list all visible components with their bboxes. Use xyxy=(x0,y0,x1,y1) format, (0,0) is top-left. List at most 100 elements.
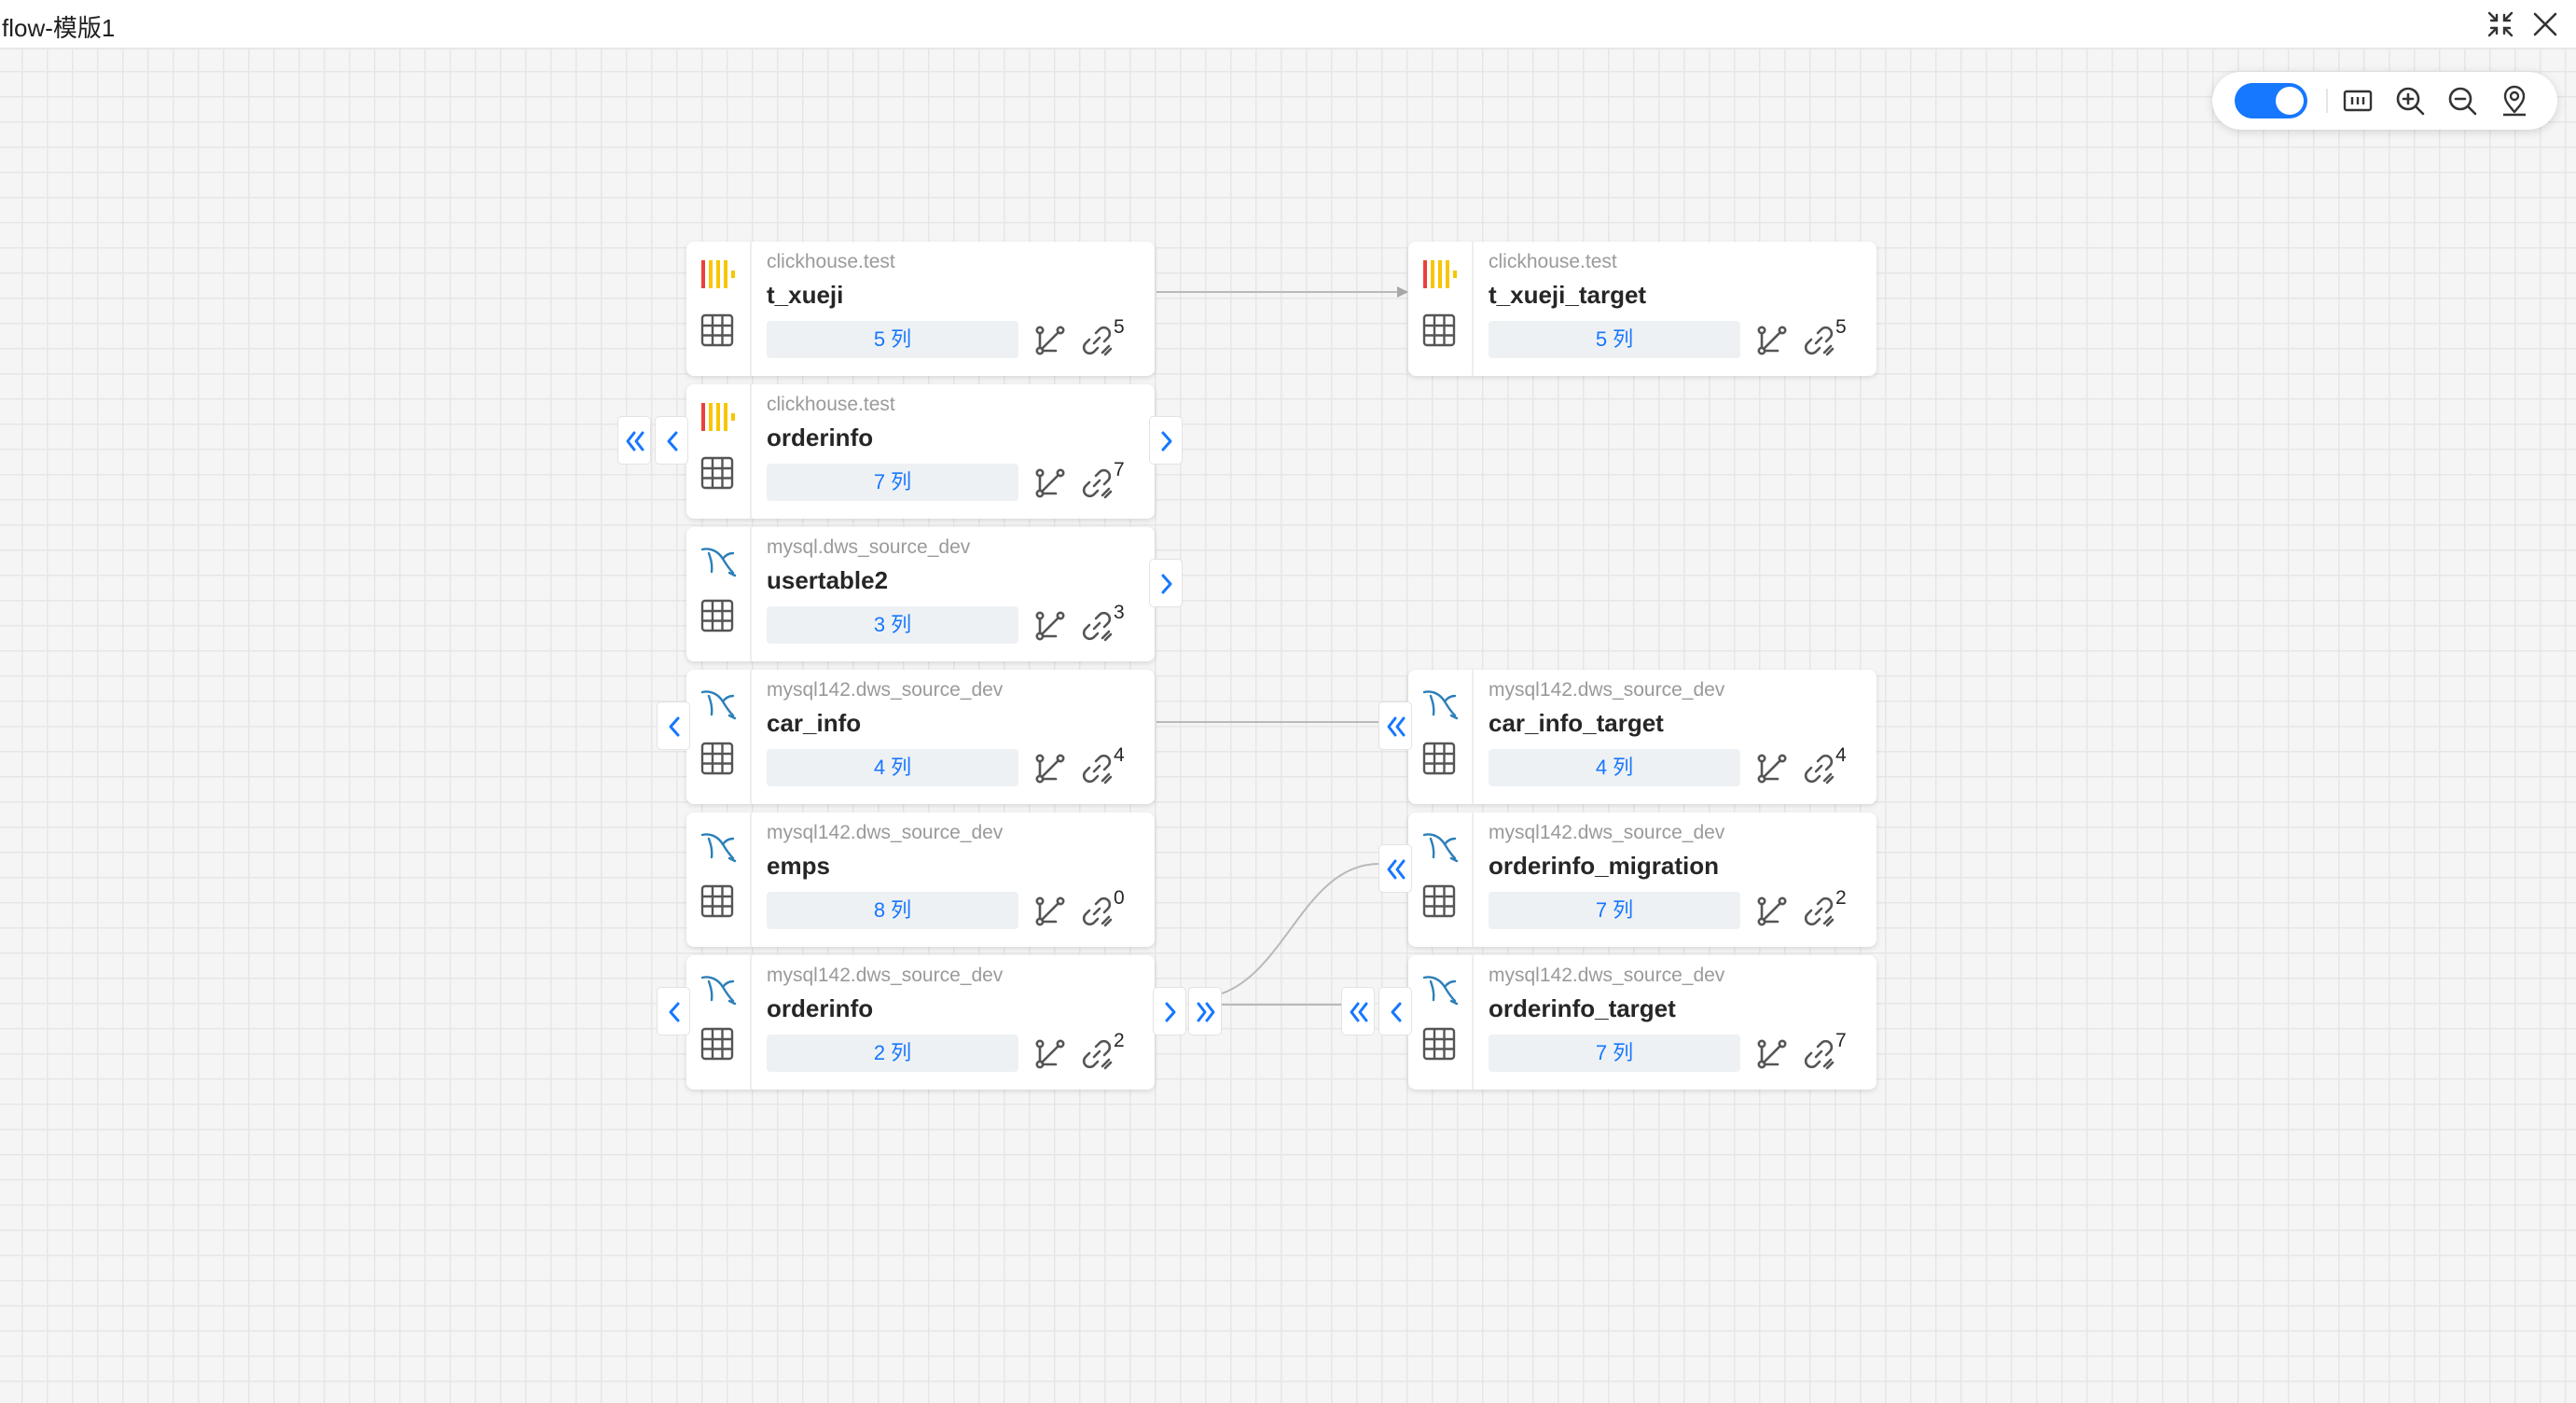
lineage-branch-icon[interactable] xyxy=(1033,324,1067,357)
node-schema: mysql142.dws_source_dev xyxy=(767,679,1004,701)
mysql-dolphin-icon xyxy=(1420,683,1461,724)
link-icon[interactable] xyxy=(1080,466,1114,500)
layout-toggle[interactable] xyxy=(2235,83,2307,118)
node-columns-button[interactable]: 7 列 xyxy=(1489,892,1740,929)
lineage-branch-icon[interactable] xyxy=(1755,895,1789,928)
node-icon-column xyxy=(1408,955,1474,1090)
node-schema: mysql142.dws_source_dev xyxy=(767,965,1004,986)
node-schema: mysql142.dws_source_dev xyxy=(1489,679,1725,701)
locate-icon[interactable] xyxy=(2498,84,2531,118)
lineage-branch-icon[interactable] xyxy=(1033,609,1067,643)
node-link-count: 5 xyxy=(1114,316,1125,338)
node-table-name: orderinfo_migration xyxy=(1489,852,1720,880)
table-grid-icon xyxy=(699,598,735,633)
lineage-branch-icon[interactable] xyxy=(1755,752,1789,785)
link-icon[interactable] xyxy=(1080,752,1114,785)
table-node-car_info[interactable]: mysql142.dws_source_dev car_info 4 列 4 xyxy=(686,670,1155,804)
node-columns-button[interactable]: 7 列 xyxy=(767,464,1018,501)
node-link-count: 5 xyxy=(1835,316,1847,338)
lineage-branch-icon[interactable] xyxy=(1033,895,1067,928)
node-table-name: car_info xyxy=(767,709,862,737)
node-columns-button[interactable]: 5 列 xyxy=(767,321,1018,358)
node-icon-column xyxy=(1408,242,1474,376)
table-grid-icon xyxy=(699,1026,735,1062)
window-title: flow-模版1 xyxy=(2,14,116,42)
link-icon[interactable] xyxy=(1080,609,1114,643)
close-icon[interactable] xyxy=(2529,8,2561,40)
node-link-count: 7 xyxy=(1835,1030,1847,1051)
node-columns-button[interactable]: 4 列 xyxy=(767,749,1018,786)
fit-view-icon[interactable] xyxy=(2341,84,2375,118)
table-node-car_info_target[interactable]: mysql142.dws_source_dev car_info_target 4 … xyxy=(1408,670,1877,804)
chevron-left-icon[interactable] xyxy=(655,416,688,465)
double-chevron-left-icon[interactable] xyxy=(1341,987,1375,1035)
node-icon-column xyxy=(686,955,752,1090)
node-icon-column xyxy=(686,670,752,804)
link-icon[interactable] xyxy=(1080,1037,1114,1071)
lineage-branch-icon[interactable] xyxy=(1755,1037,1789,1071)
toolbar-divider xyxy=(2326,89,2328,113)
canvas-toolbar xyxy=(2212,72,2557,130)
table-node-usertable2[interactable]: mysql.dws_source_dev usertable2 3 列 3 xyxy=(686,527,1155,661)
table-grid-icon xyxy=(699,741,735,776)
lineage-branch-icon[interactable] xyxy=(1033,752,1067,785)
mysql-dolphin-icon xyxy=(698,540,739,581)
double-chevron-right-icon[interactable] xyxy=(1188,987,1222,1035)
lineage-branch-icon[interactable] xyxy=(1755,324,1789,357)
node-icon-column xyxy=(686,527,752,661)
lineage-branch-icon[interactable] xyxy=(1033,466,1067,500)
node-columns-button[interactable]: 4 列 xyxy=(1489,749,1740,786)
chevron-left-icon[interactable] xyxy=(1378,987,1412,1035)
node-table-name: orderinfo xyxy=(767,424,874,451)
chevron-right-icon[interactable] xyxy=(1149,416,1183,465)
node-icon-column xyxy=(1408,813,1474,947)
node-link-count: 3 xyxy=(1114,602,1125,623)
node-schema: mysql.dws_source_dev xyxy=(767,536,971,558)
mysql-dolphin-icon xyxy=(698,683,739,724)
node-table-name: car_info_target xyxy=(1489,709,1664,737)
node-columns-button[interactable]: 7 列 xyxy=(1489,1035,1740,1072)
node-columns-button[interactable]: 2 列 xyxy=(767,1035,1018,1072)
node-columns-button[interactable]: 8 列 xyxy=(767,892,1018,929)
link-icon[interactable] xyxy=(1802,324,1835,357)
double-chevron-left-icon[interactable] xyxy=(1378,844,1412,893)
shrink-icon[interactable] xyxy=(2485,8,2516,40)
double-chevron-left-icon[interactable] xyxy=(1378,702,1412,750)
mysql-dolphin-icon xyxy=(698,968,739,1009)
link-icon[interactable] xyxy=(1802,895,1835,928)
link-icon[interactable] xyxy=(1802,752,1835,785)
title-bar: flow-模版1 xyxy=(0,0,2576,49)
node-columns-button[interactable]: 3 列 xyxy=(767,606,1018,644)
chevron-right-icon[interactable] xyxy=(1153,987,1186,1035)
clickhouse-logo-icon xyxy=(698,397,739,438)
node-link-count: 4 xyxy=(1114,744,1125,766)
table-node-orderinfo_migration[interactable]: mysql142.dws_source_dev orderinfo_migrati… xyxy=(1408,813,1877,947)
node-columns-button[interactable]: 5 列 xyxy=(1489,321,1740,358)
node-schema: mysql142.dws_source_dev xyxy=(1489,822,1725,843)
double-chevron-left-icon[interactable] xyxy=(617,416,651,465)
chevron-left-icon[interactable] xyxy=(657,987,690,1035)
link-icon[interactable] xyxy=(1802,1037,1835,1071)
flow-canvas[interactable] xyxy=(0,49,2576,1403)
lineage-branch-icon[interactable] xyxy=(1033,1037,1067,1071)
chevron-left-icon[interactable] xyxy=(657,702,690,750)
node-table-name: usertable2 xyxy=(767,566,889,594)
node-schema: clickhouse.test xyxy=(1489,251,1617,272)
zoom-in-icon[interactable] xyxy=(2393,84,2427,118)
node-link-count: 2 xyxy=(1114,1030,1125,1051)
node-table-name: orderinfo_target xyxy=(1489,994,1676,1022)
chevron-right-icon[interactable] xyxy=(1149,559,1183,607)
link-icon[interactable] xyxy=(1080,324,1114,357)
node-icon-column xyxy=(686,384,752,519)
link-icon[interactable] xyxy=(1080,895,1114,928)
clickhouse-logo-icon xyxy=(698,255,739,296)
zoom-out-icon[interactable] xyxy=(2445,84,2479,118)
table-grid-icon xyxy=(1421,1026,1457,1062)
node-table-name: t_xueji xyxy=(767,281,844,309)
